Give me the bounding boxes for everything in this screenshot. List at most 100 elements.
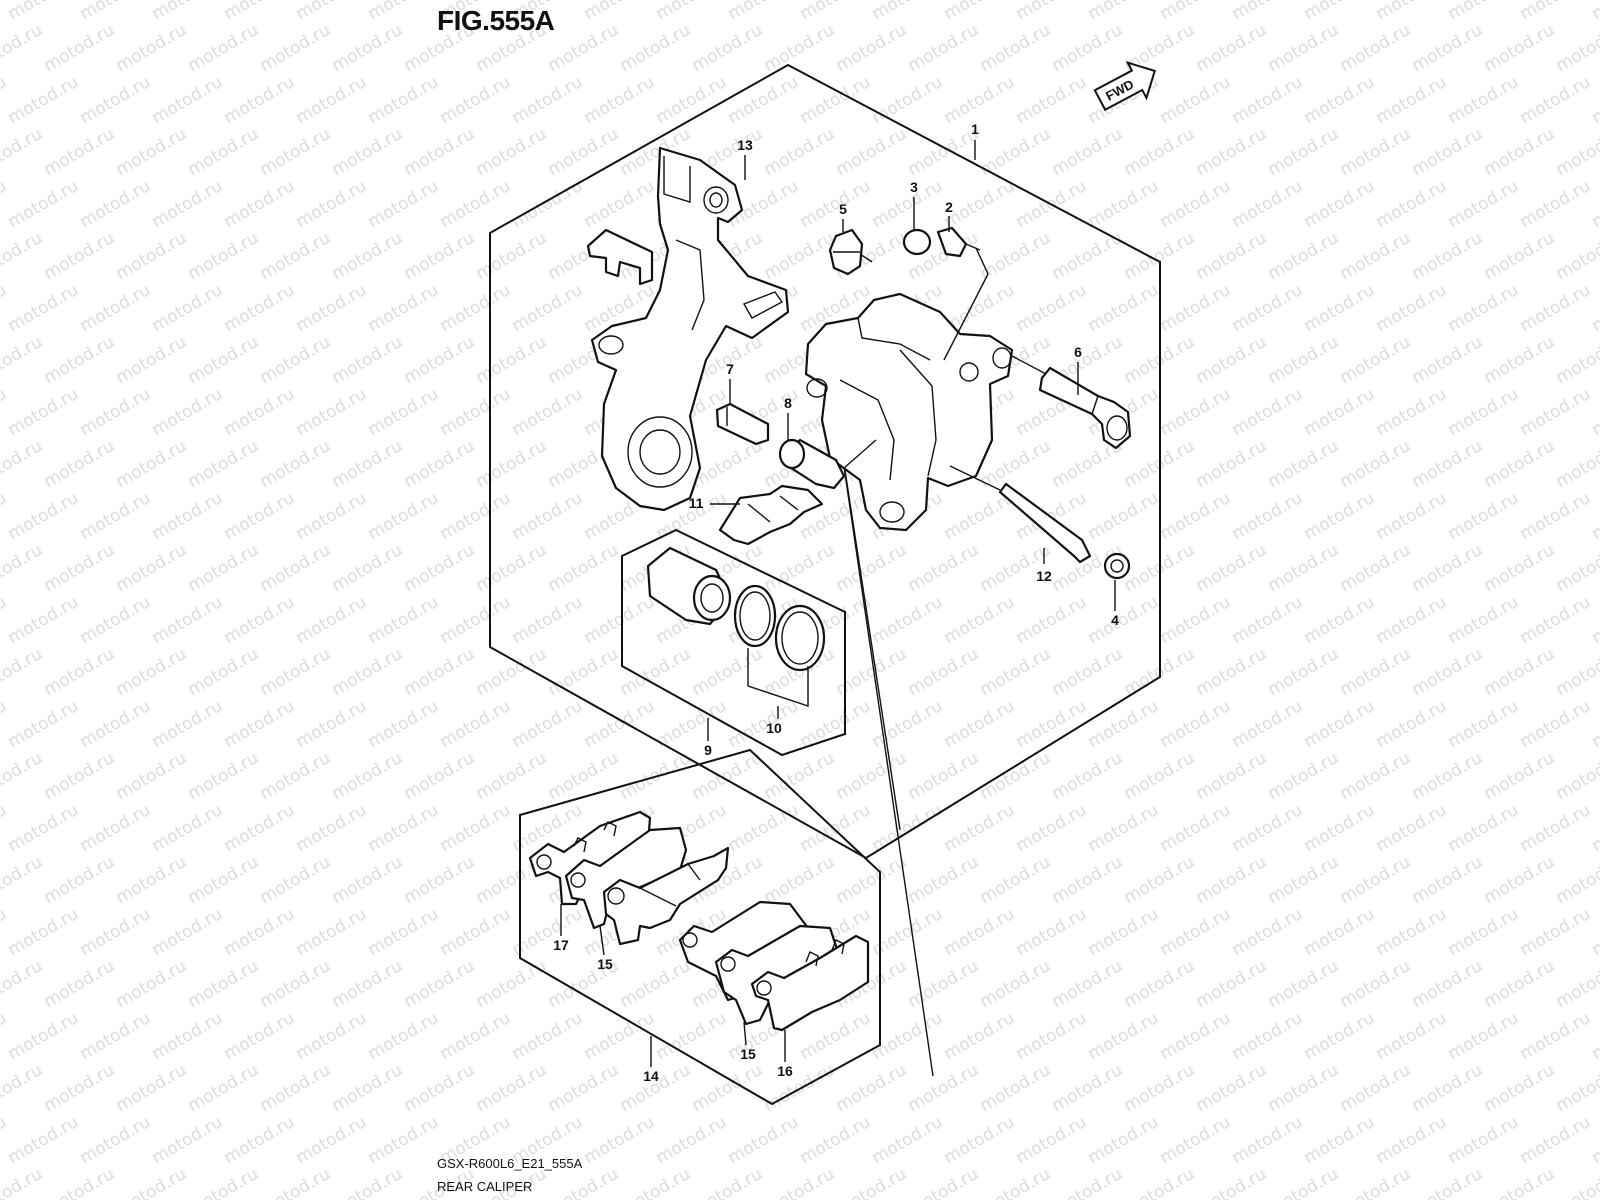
watermark-text: motod.ru (1085, 176, 1163, 232)
watermark-text: motod.ru (113, 644, 191, 700)
watermark-text: motod.ru (1589, 592, 1600, 648)
watermark-text: motod.ru (509, 1008, 587, 1064)
watermark-text: motod.ru (41, 956, 119, 1012)
watermark-text: motod.ru (1337, 436, 1415, 492)
watermark-text: motod.ru (113, 436, 191, 492)
watermark-text: motod.ru (1517, 176, 1595, 232)
watermark-text: motod.ru (113, 332, 191, 388)
watermark-text: motod.ru (401, 956, 479, 1012)
watermark-text: motod.ru (1445, 696, 1523, 752)
watermark-text: motod.ru (185, 1060, 263, 1116)
watermark-text: motod.ru (185, 852, 263, 908)
watermark-text: motod.ru (977, 1060, 1055, 1116)
watermark-text: motod.ru (5, 1112, 83, 1168)
callout-4: 4 (1111, 612, 1119, 628)
watermark-text: motod.ru (437, 384, 515, 440)
watermark-text: motod.ru (1409, 1164, 1487, 1200)
watermark-text: motod.ru (329, 20, 407, 76)
watermark-text: motod.ru (1193, 540, 1271, 596)
watermark-text: motod.ru (617, 644, 695, 700)
watermark-text: motod.ru (1049, 748, 1127, 804)
watermark-text: motod.ru (1157, 280, 1235, 336)
watermark-text: motod.ru (1373, 384, 1451, 440)
watermark-text: motod.ru (1049, 20, 1127, 76)
watermark-text: motod.ru (149, 592, 227, 648)
watermark-text: motod.ru (5, 0, 83, 24)
watermark-text: motod.ru (653, 1008, 731, 1064)
watermark-text: motod.ru (77, 800, 155, 856)
leader-12 (949, 465, 1001, 491)
watermark-text: motod.ru (0, 436, 46, 492)
watermark-text: motod.ru (977, 956, 1055, 1012)
watermark-text: motod.ru (257, 228, 335, 284)
watermark-text: motod.ru (437, 800, 515, 856)
callouts: 1 2 3 5 13 6 7 8 11 12 4 10 9 17 15 15 1 (553, 121, 1119, 1084)
part-16-shim (750, 934, 870, 1032)
watermark-text: motod.ru (401, 124, 479, 180)
callout-9: 9 (704, 742, 712, 758)
watermark-text: motod.ru (149, 280, 227, 336)
watermark-text: motod.ru (1481, 956, 1559, 1012)
watermark-text: motod.ru (41, 20, 119, 76)
diagram-caption: REAR CALIPER (437, 1179, 532, 1194)
watermark-text: motod.ru (977, 748, 1055, 804)
dust-seal (774, 604, 826, 672)
watermark-text: motod.ru (1013, 0, 1091, 24)
watermark-text: motod.ru (1517, 1008, 1595, 1064)
watermark-text: motod.ru (1481, 1060, 1559, 1116)
watermark-text: motod.ru (1517, 1112, 1595, 1168)
watermark-text: motod.ru (0, 228, 46, 284)
watermark-text: motod.ru (77, 280, 155, 336)
watermark-text: motod.ru (725, 1112, 803, 1168)
watermark-text: motod.ru (1193, 1164, 1271, 1200)
watermark-text: motod.ru (1553, 20, 1600, 76)
watermark-text: motod.ru (545, 748, 623, 804)
watermark-text: motod.ru (1085, 1008, 1163, 1064)
watermark-text: motod.ru (1553, 1060, 1600, 1116)
watermark-text: motod.ru (149, 696, 227, 752)
watermark-text: motod.ru (293, 280, 371, 336)
watermark-text: motod.ru (1085, 0, 1163, 24)
watermark-text: motod.ru (833, 540, 911, 596)
watermark-text: motod.ru (5, 176, 83, 232)
watermark-text: motod.ru (1157, 0, 1235, 24)
watermark-text: motod.ru (1445, 0, 1523, 24)
watermark-text: motod.ru (149, 176, 227, 232)
watermark-text: motod.ru (149, 1008, 227, 1064)
watermark-text: motod.ru (329, 1060, 407, 1116)
watermark-text: motod.ru (149, 488, 227, 544)
callout-8: 8 (784, 395, 792, 411)
watermark-text: motod.ru (1085, 1112, 1163, 1168)
watermark-text: motod.ru (509, 696, 587, 752)
watermark-text: motod.ru (797, 0, 875, 24)
watermark-text: motod.ru (329, 540, 407, 596)
watermark-text: motod.ru (1265, 852, 1343, 908)
watermark-text: motod.ru (473, 228, 551, 284)
watermark-text: motod.ru (1373, 904, 1451, 960)
watermark-text: motod.ru (221, 592, 299, 648)
watermark-text: motod.ru (725, 72, 803, 128)
watermark-text: motod.ru (1265, 1060, 1343, 1116)
callout-2: 2 (945, 199, 953, 215)
callout-12: 12 (1036, 568, 1052, 584)
watermark-text: motod.ru (1121, 748, 1199, 804)
watermark-text: motod.ru (221, 72, 299, 128)
watermark-text: motod.ru (869, 72, 947, 128)
watermark-text: motod.ru (509, 488, 587, 544)
watermark-text: motod.ru (1229, 0, 1307, 24)
leader-2b (943, 273, 989, 361)
watermark-text: motod.ru (1409, 436, 1487, 492)
watermark-text: motod.ru (1373, 72, 1451, 128)
watermark-text: motod.ru (473, 332, 551, 388)
watermark-text: motod.ru (977, 852, 1055, 908)
watermark-text: motod.ru (473, 436, 551, 492)
watermark-text: motod.ru (221, 1112, 299, 1168)
watermark-text: motod.ru (1481, 644, 1559, 700)
part-12-slide-pin (998, 482, 1092, 564)
leader-6 (1011, 355, 1047, 375)
watermark-text: motod.ru (1085, 280, 1163, 336)
watermark-text: motod.ru (437, 696, 515, 752)
watermark-text: motod.ru (257, 644, 335, 700)
watermark-text: motod.ru (1265, 1164, 1343, 1200)
watermark-text: motod.ru (401, 228, 479, 284)
